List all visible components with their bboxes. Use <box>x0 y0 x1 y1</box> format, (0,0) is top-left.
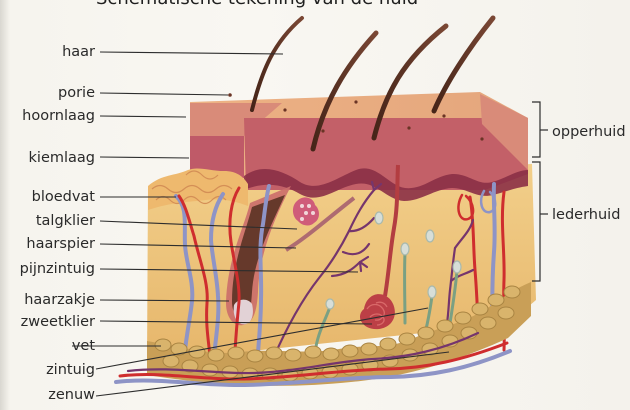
fat-cell <box>202 364 218 376</box>
receptor-bulb <box>453 261 461 273</box>
fat-cell <box>480 317 496 329</box>
label-kiemlaag: kiemlaag <box>29 150 95 166</box>
label-zweetklier: zweetklier <box>21 314 95 330</box>
pore <box>480 137 483 140</box>
label-talgklier: talgklier <box>36 213 95 229</box>
leader-line-hoornlaag <box>100 116 186 117</box>
pore <box>354 100 357 103</box>
label-zintuig: zintuig <box>46 362 95 378</box>
label-lederhuid: lederhuid <box>552 207 620 223</box>
receptor-bulb <box>401 243 409 255</box>
fat-cell <box>342 345 358 357</box>
pore <box>321 129 324 132</box>
fat-cell <box>305 346 321 358</box>
fat-cell <box>380 338 396 350</box>
fat-cell <box>323 348 339 360</box>
fat-cell <box>472 303 488 315</box>
opperhuid-bracket <box>532 102 540 157</box>
fat-cell <box>399 333 415 345</box>
label-haarzakje: haarzakje <box>24 292 95 308</box>
label-zenuw: zenuw <box>48 387 95 403</box>
pore <box>228 93 232 97</box>
leader-line-haar <box>100 52 283 54</box>
pore <box>442 114 445 117</box>
leader-line-kiemlaag <box>100 157 189 158</box>
receptor-bulb <box>375 212 383 224</box>
receptor-bulb <box>428 286 436 298</box>
pore <box>283 108 286 111</box>
left-labels: haar porie hoornlaag kiemlaag bloedvat t… <box>20 44 96 403</box>
right-labels: opperhuid lederhuid <box>552 124 626 223</box>
leader-line-porie <box>100 93 228 95</box>
label-opperhuid: opperhuid <box>552 124 626 140</box>
receptor-bulb <box>326 299 334 309</box>
label-pijnzintuig: pijnzintuig <box>20 261 95 277</box>
fat-cell <box>498 307 514 319</box>
receptor-bulb <box>426 230 434 242</box>
fat-cell <box>208 349 224 361</box>
fat-cell <box>247 350 263 362</box>
fat-cell <box>285 349 301 361</box>
fat-cell <box>228 347 244 359</box>
label-hoornlaag: hoornlaag <box>22 108 95 124</box>
fat-cell <box>455 312 471 324</box>
fat-cell <box>418 327 434 339</box>
label-porie: porie <box>58 85 95 101</box>
fat-cell <box>437 320 453 332</box>
label-haarspier: haarspier <box>26 236 95 252</box>
label-bloedvat: bloedvat <box>32 189 96 205</box>
hair-shaft <box>252 18 302 110</box>
label-haar: haar <box>62 44 95 60</box>
pore <box>407 126 410 129</box>
fat-cell <box>504 286 520 298</box>
fat-cell <box>155 339 171 351</box>
fat-cell <box>266 347 282 359</box>
fat-cell <box>361 343 377 355</box>
fat-cell <box>488 294 504 306</box>
